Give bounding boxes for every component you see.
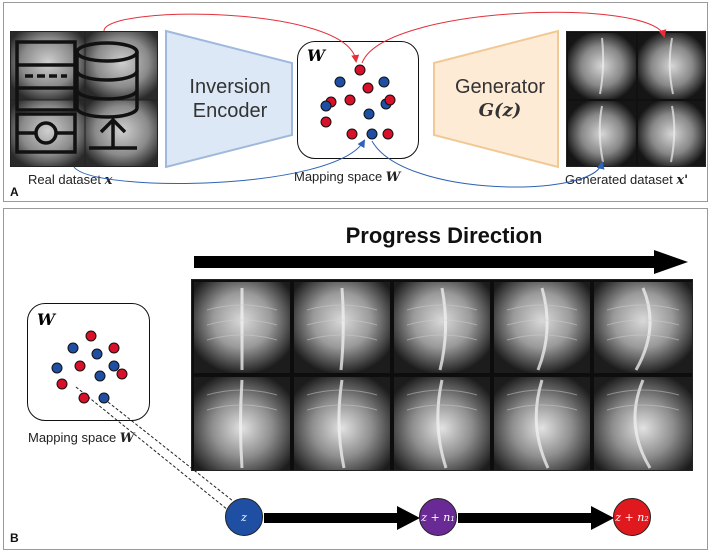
node-z-plus-n2: z + n₂ [613, 498, 651, 536]
database-icon [15, 40, 139, 154]
rib-lines [206, 304, 680, 411]
panel-a-arrows [73, 11, 667, 188]
mapping-space-box-b: W [27, 303, 150, 421]
arrow-z-to-zn1 [264, 513, 399, 523]
xray-progression-grid [191, 279, 693, 471]
red-arrow-real-to-w [103, 13, 360, 63]
node-z: z [225, 498, 263, 536]
real-dataset-caption: Real dataset x [28, 172, 113, 188]
panel-b-arrows [75, 250, 688, 530]
panel-a: A [3, 2, 708, 202]
spine-curves [239, 287, 652, 469]
generator-label: Generator G(z) [454, 76, 546, 121]
xray-progression-images [194, 282, 692, 470]
panel-b-letter: B [10, 531, 19, 545]
dashed-line-2 [107, 401, 239, 506]
red-arrow-w-to-generated [361, 11, 667, 64]
dashed-line-1 [75, 386, 245, 524]
generated-xray-grid [568, 33, 705, 166]
mapping-space-box-a: W [297, 41, 419, 159]
panel-a-letter: A [10, 185, 19, 199]
generated-dataset-image [566, 31, 706, 167]
generated-dataset-caption: Generated dataset x' [565, 172, 689, 188]
inversion-encoder-shape [165, 29, 293, 169]
w-label-a: W [307, 46, 325, 65]
mapping-space-caption-b: Mapping space W [28, 430, 135, 446]
latent-dots-b [51, 330, 128, 404]
blue-arrow-w-to-generated [371, 140, 605, 188]
w-label-b: W [37, 310, 55, 329]
panel-b: B Progress Direction W [3, 208, 708, 550]
arrow-zn1-to-zn2 [458, 513, 593, 523]
latent-dots-a [320, 64, 396, 140]
node-z-plus-n1: z + n₁ [419, 498, 457, 536]
progress-direction-title: Progress Direction [345, 223, 543, 248]
progress-direction-arrow [194, 250, 688, 274]
real-dataset-image [10, 31, 158, 167]
inversion-encoder-label: Inversion Encoder [189, 76, 271, 122]
mapping-space-caption-a: Mapping space W [294, 169, 401, 185]
blue-arrow-real-to-w [73, 139, 366, 184]
generator-shape [433, 29, 559, 169]
